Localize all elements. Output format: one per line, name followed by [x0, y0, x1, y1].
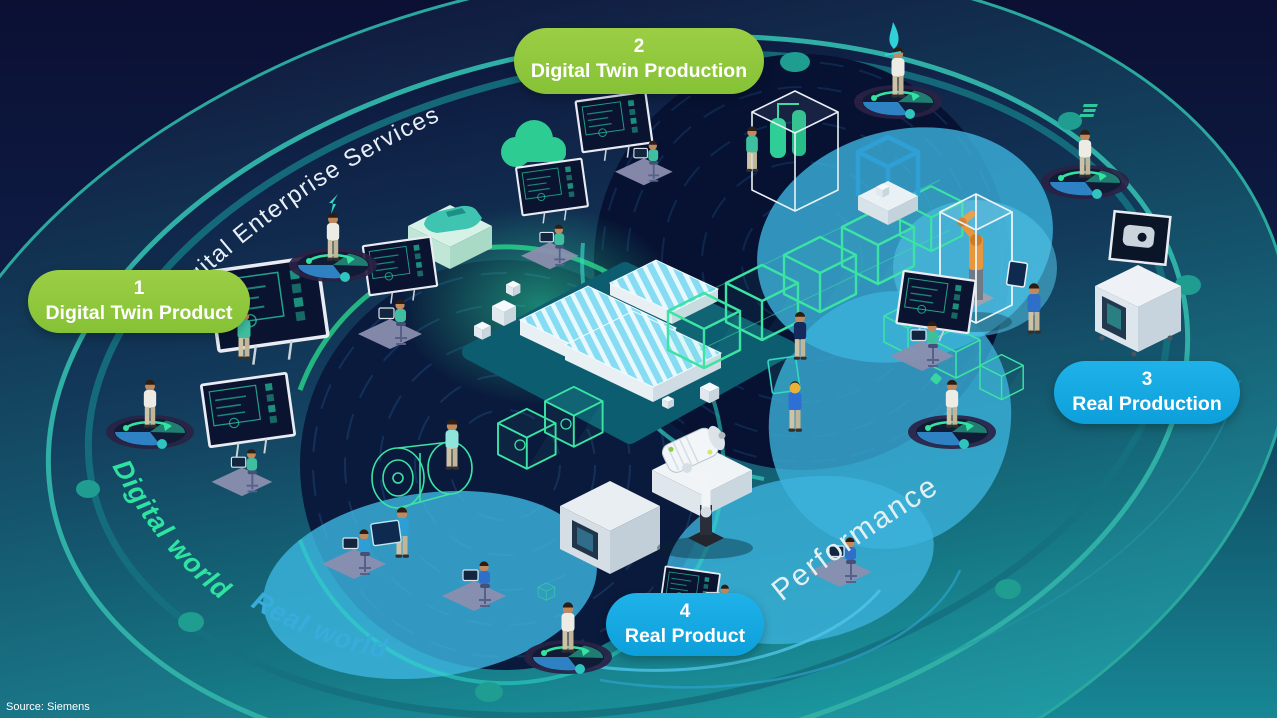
- badge-label: Real Product: [624, 625, 746, 647]
- wireframe-cabinets: [497, 385, 604, 470]
- badge-digital-twin-product: 1 Digital Twin Product: [28, 270, 250, 333]
- flame-icon: [884, 22, 902, 56]
- badge-digital-twin-production: 2 Digital Twin Production: [514, 28, 764, 94]
- person-helmet: [788, 381, 802, 432]
- badge-number: 2: [633, 36, 645, 57]
- badge-label: Real Production: [1072, 393, 1222, 415]
- 3d-printer: [855, 134, 921, 225]
- badge-number: 4: [679, 601, 691, 622]
- leaf-icon: [930, 373, 942, 385]
- part-monitor: [1108, 209, 1172, 267]
- badge-number: 1: [133, 278, 145, 299]
- cloud-icon: [501, 120, 566, 167]
- person-worker-blue: [370, 507, 409, 558]
- reactor-case: [751, 90, 839, 212]
- loop-ring-nodes: [76, 52, 1201, 702]
- badge-label: Digital Twin Production: [530, 60, 748, 82]
- badge-number: 3: [1141, 369, 1153, 390]
- badge-label: Digital Twin Product: [45, 302, 233, 324]
- lightning-icon: [329, 194, 338, 214]
- badge-real-production: 3 Real Production: [1054, 361, 1240, 424]
- hologram-lines-icon: [1079, 104, 1098, 117]
- real-product-robot: [652, 425, 753, 559]
- wireframe-motor: [371, 441, 473, 509]
- cnc-machine-right: [1095, 265, 1181, 357]
- cnc-machine-left: [560, 481, 660, 574]
- source-label: Source: Siemens: [6, 701, 90, 713]
- badge-real-product: 4 Real Product: [606, 593, 764, 656]
